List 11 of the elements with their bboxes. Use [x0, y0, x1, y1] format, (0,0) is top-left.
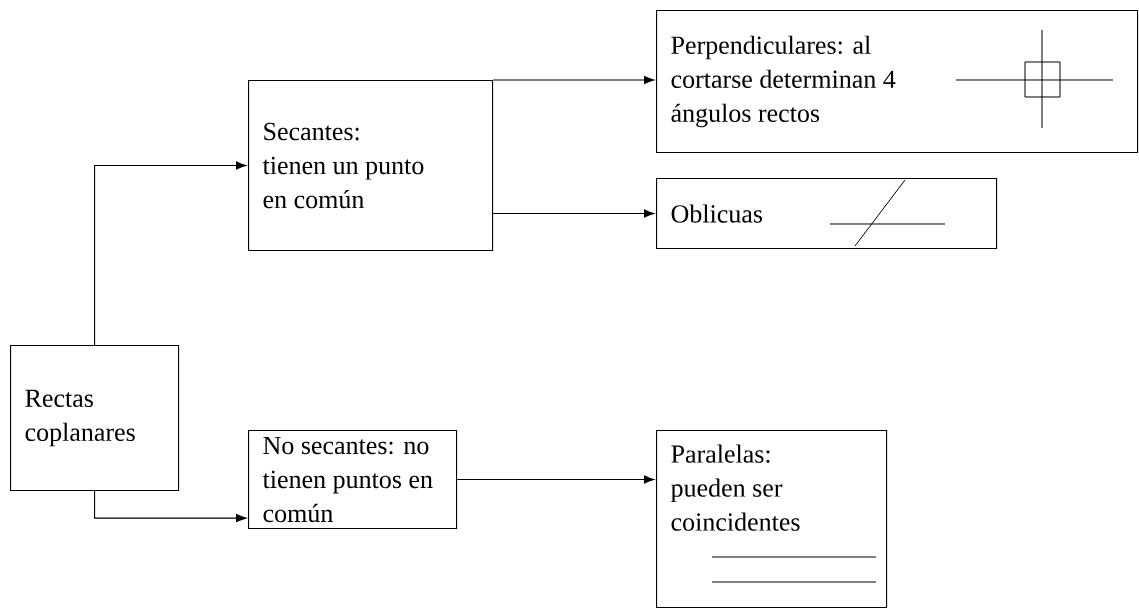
text-box: Perpendiculares: al cortarse determinan 4 ángulos rectos: [656, 10, 1139, 154]
arrow: [492, 75, 655, 85]
text-box: Rectas coplanares: [10, 345, 180, 492]
arrow: [456, 475, 655, 484]
arrow: [492, 209, 655, 218]
arrow: [94, 490, 247, 523]
text-box: Paralelas: pueden ser coincidentes: [656, 430, 888, 609]
text-box: No secantes: no tienen puntos en común: [248, 430, 458, 530]
text-box: Secantes: tienen un punto en común: [248, 80, 494, 252]
arrow: [94, 161, 247, 346]
text-box: Oblicuas: [656, 178, 998, 250]
